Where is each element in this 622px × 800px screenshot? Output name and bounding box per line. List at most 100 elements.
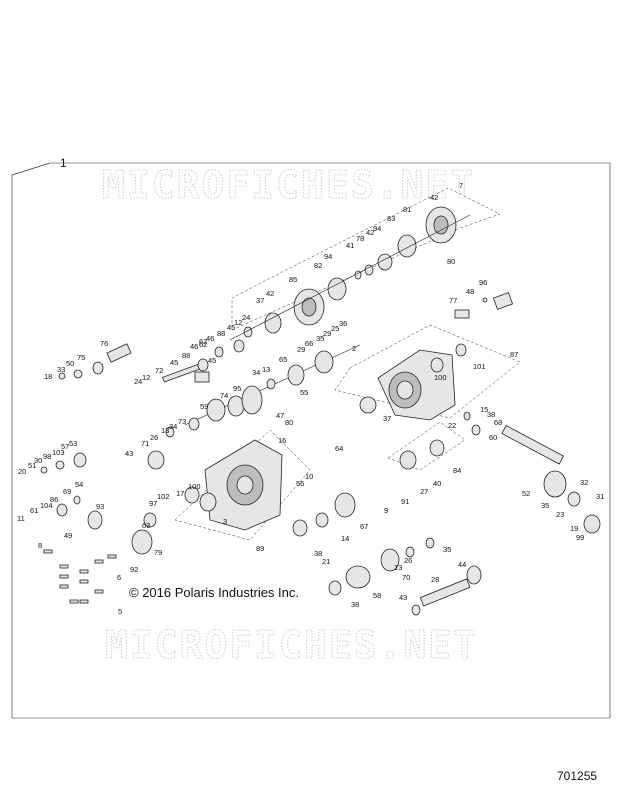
callout-label: 10: [305, 472, 313, 481]
callout-label: 89: [256, 544, 264, 553]
callout-label: 72: [155, 366, 163, 375]
callout-label: 56: [296, 479, 304, 488]
callout-label: 60: [489, 433, 497, 442]
callout-label: 3: [223, 517, 227, 526]
callout-label: 100: [434, 373, 447, 382]
callout-label: 35: [443, 545, 451, 554]
callout-label: 45: [208, 356, 216, 365]
callout-label: 53: [69, 439, 77, 448]
callout-label: 61: [30, 506, 38, 515]
callout-label: 13: [262, 365, 270, 374]
middle-gear-shaft: [147, 344, 361, 470]
callout-label: 65: [279, 355, 287, 364]
callout-label: 32: [580, 478, 588, 487]
detent-parts: [40, 452, 157, 530]
callout-label: 44: [458, 560, 466, 569]
watermark-bottom: MICROFICHES.NET: [105, 623, 478, 667]
callout-label: 55: [300, 388, 308, 397]
callout-label: 20: [18, 467, 26, 476]
callout-label: 103: [52, 448, 65, 457]
callout-label: 45: [227, 323, 235, 332]
callout-label: 54: [75, 480, 83, 489]
callout-label: 40: [433, 479, 441, 488]
diagram-id: 701255: [557, 769, 597, 783]
callout-label: 76: [100, 339, 108, 348]
callout-label: 41: [346, 241, 354, 250]
callout-label: 84: [453, 466, 461, 475]
callout-label: 58: [373, 591, 381, 600]
callout-label: 80: [447, 257, 455, 266]
callout-label: 2: [352, 344, 356, 353]
callout-label: 37: [256, 296, 264, 305]
callout-label: 88: [182, 351, 190, 360]
callout-label: 97: [149, 499, 157, 508]
callout-label: 14: [341, 534, 349, 543]
callout-label: 42: [430, 193, 438, 202]
group-80-frame: [231, 187, 501, 331]
callout-label: 16: [278, 436, 286, 445]
callout-label: 48: [466, 287, 474, 296]
callout-label: 31: [596, 492, 604, 501]
callout-label: 62: [199, 340, 207, 349]
callout-label: 13: [161, 426, 169, 435]
callout-label: 66: [305, 339, 313, 348]
callout-label: 30: [34, 456, 42, 465]
callout-label: 98: [43, 452, 51, 461]
callout-label: 64: [335, 444, 343, 453]
callout-label: 73: [178, 417, 186, 426]
callout-label: 43: [399, 593, 407, 602]
callout-label: 70: [402, 573, 410, 582]
callout-label: 5: [118, 607, 122, 616]
transmission-case-left: [131, 439, 283, 555]
callout-label: 79: [154, 548, 162, 557]
callout-label: 80: [285, 418, 293, 427]
callout-label: 35: [316, 334, 324, 343]
callout-label: 86: [50, 495, 58, 504]
group-84-frame: [387, 421, 466, 471]
callout-label: 18: [44, 372, 52, 381]
callout-label: 87: [510, 350, 518, 359]
callout-label: 23: [556, 510, 564, 519]
callout-label: 50: [66, 359, 74, 368]
callout-label: 99: [576, 533, 584, 542]
callout-label: 91: [401, 497, 409, 506]
callout-label: 46: [190, 342, 198, 351]
callout-label: 12: [142, 373, 150, 382]
callout-label: 24: [134, 377, 142, 386]
callout-label: 100: [188, 482, 201, 491]
callout-label: 75: [77, 353, 85, 362]
callout-label: 36: [339, 319, 347, 328]
callout-label: 26: [150, 433, 158, 442]
callout-label: 71: [141, 439, 149, 448]
callout-label: 81: [403, 205, 411, 214]
upper-shaft-assembly: [229, 206, 471, 341]
callout-label: 77: [449, 296, 457, 305]
callout-label: 96: [479, 278, 487, 287]
callout-label: 22: [448, 421, 456, 430]
callout-label: 88: [217, 329, 225, 338]
callout-labels: 7 42 81 83 94 78 41 42 80 94 82 85 42 37…: [17, 181, 604, 616]
callout-label: 7: [459, 181, 463, 190]
assembly-frame: [11, 162, 611, 719]
callout-label: 47: [276, 411, 284, 420]
copyright-text: © 2016 Polaris Industries Inc.: [129, 585, 299, 600]
callout-label: 104: [40, 501, 53, 510]
callout-label: 59: [200, 402, 208, 411]
callout-label: 68: [494, 418, 502, 427]
group-87-frame: [334, 324, 521, 419]
callout-label: 35: [541, 501, 549, 510]
callout-label: 43: [125, 449, 133, 458]
callout-label: 24: [242, 313, 250, 322]
callout-label: 42: [366, 228, 374, 237]
callout-label: 29: [323, 329, 331, 338]
callout-label: 9: [384, 506, 388, 515]
callout-label: 62: [199, 337, 207, 346]
callout-label: 74: [220, 391, 228, 400]
callout-label: 11: [17, 514, 25, 523]
callout-label: 69: [63, 487, 71, 496]
assembly-number: 1: [60, 156, 67, 170]
callout-label: 34: [169, 422, 177, 431]
callout-label: 15: [480, 405, 488, 414]
callout-label: 38: [487, 410, 495, 419]
